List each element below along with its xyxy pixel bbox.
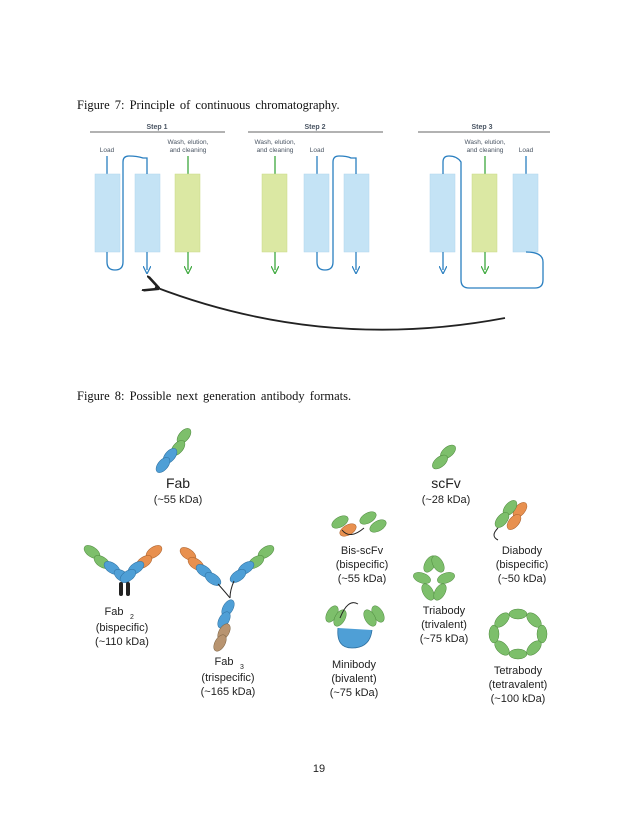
scfv-name: scFv <box>431 475 461 491</box>
fab3-size: (~165 kDa) <box>201 686 256 698</box>
fab-molecule <box>153 425 194 476</box>
column-blue <box>303 173 330 253</box>
column-blue <box>134 173 161 253</box>
column-blue <box>429 173 456 253</box>
figure-8-caption: Figure 8: Possible next generation antib… <box>77 389 352 403</box>
fab2-molecule <box>81 542 165 596</box>
bisscfv-molecule <box>329 508 389 540</box>
fab3-type: (trispecific) <box>201 672 254 684</box>
minibody-name: Minibody <box>332 659 377 671</box>
fab2-name: Fab <box>105 606 124 618</box>
column-blue <box>512 173 539 253</box>
step-1: Step 1 Load Wash, elution, and cleaning <box>90 124 225 270</box>
fab-size: (~55 kDa) <box>154 494 203 506</box>
scfv-molecule <box>429 442 459 472</box>
scfv-size: (~28 kDa) <box>422 494 471 506</box>
fab2-size: (~110 kDa) <box>95 636 149 648</box>
column-green <box>471 173 498 253</box>
step-3-wash-label-line1: Wash, elution, <box>465 139 506 146</box>
minibody-format: Minibody (bivalent) (~75 kDa) <box>322 602 388 699</box>
diabody-molecule <box>492 497 530 541</box>
figure-7-chromatography-diagram: Step 1 Load Wash, elution, and cleaning … <box>90 124 550 331</box>
figure-8-antibody-formats: Fab (~55 kDa) scFv (~28 kDa) Fab 2 (bisp… <box>81 425 549 705</box>
triabody-name: Triabody <box>423 605 466 617</box>
diabody-type: (bispecific) <box>496 559 549 571</box>
minibody-molecule <box>322 602 388 649</box>
bisscfv-name: Bis-scFv <box>341 545 384 557</box>
step-1-title: Step 1 <box>146 124 167 131</box>
diabody-name: Diabody <box>502 545 543 557</box>
column-green <box>261 173 288 253</box>
step-2-title: Step 2 <box>304 124 325 131</box>
fab3-format: Fab 3 (trispecific) (~165 kDa) <box>177 542 277 698</box>
bisscfv-type: (bispecific) <box>336 559 389 571</box>
fab2-type: (bispecific) <box>96 622 149 634</box>
fab-name: Fab <box>166 475 190 491</box>
step-2-load-label: Load <box>310 147 325 154</box>
step-3-title: Step 3 <box>471 124 492 131</box>
column-green <box>174 173 201 253</box>
tetrabody-type: (tetravalent) <box>489 679 548 691</box>
triabody-format: Triabody (trivalent) (~75 kDa) <box>411 553 469 645</box>
figure-7-caption: Figure 7: Principle of continuous chroma… <box>77 98 340 112</box>
step-2-wash-label-line2: and cleaning <box>257 147 294 154</box>
column-blue <box>343 173 370 253</box>
step-3: Step 3 Wash, elution, and cleaning Load <box>418 124 550 289</box>
step-3-load-label: Load <box>519 147 534 154</box>
fab2-subscript: 2 <box>130 614 134 621</box>
minibody-type: (bivalent) <box>331 673 376 685</box>
tetrabody-format: Tetrabody (tetravalent) (~100 kDa) <box>488 608 548 705</box>
fab3-subscript: 3 <box>240 664 244 671</box>
step-1-wash-label-line1: Wash, elution, <box>168 139 209 146</box>
column-blue <box>94 173 121 253</box>
fab-format: Fab (~55 kDa) <box>153 425 203 506</box>
diabody-format: Diabody (bispecific) (~50 kDa) <box>492 497 549 585</box>
tetrabody-name: Tetrabody <box>494 665 543 677</box>
fab2-format: Fab 2 (bispecific) (~110 kDa) <box>81 542 165 648</box>
tetrabody-size: (~100 kDa) <box>491 693 546 705</box>
step-2-wash-label-line1: Wash, elution, <box>255 139 296 146</box>
triabody-size: (~75 kDa) <box>420 633 469 645</box>
fab3-molecule <box>177 542 277 654</box>
minibody-size: (~75 kDa) <box>330 687 379 699</box>
diabody-size: (~50 kDa) <box>498 573 547 585</box>
step-1-load-label: Load <box>100 147 115 154</box>
scfv-format: scFv (~28 kDa) <box>422 442 471 506</box>
tetrabody-molecule <box>488 608 548 660</box>
triabody-type: (trivalent) <box>421 619 467 631</box>
cycle-return-arrow <box>155 287 506 331</box>
step-1-wash-label-line2: and cleaning <box>170 147 207 154</box>
step-2: Step 2 Wash, elution, and cleaning Load <box>248 124 383 270</box>
fab3-name: Fab <box>215 656 234 668</box>
bisscfv-size: (~55 kDa) <box>338 573 387 585</box>
bisscfv-format: Bis-scFv (bispecific) (~55 kDa) <box>329 508 389 585</box>
step-3-wash-label-line2: and cleaning <box>467 147 504 154</box>
page-number: 19 <box>312 763 326 775</box>
triabody-molecule <box>411 553 457 603</box>
